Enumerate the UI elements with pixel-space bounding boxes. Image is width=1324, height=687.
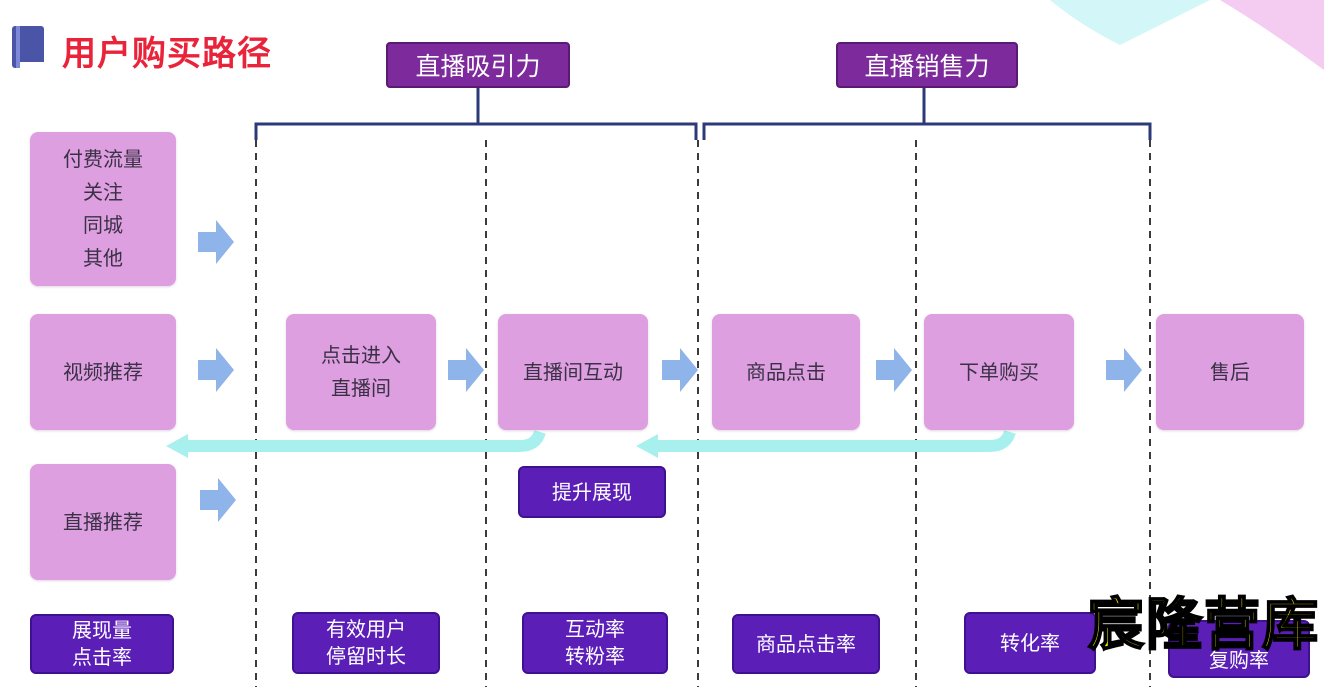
flow-arrow-icon xyxy=(662,348,698,392)
phase-attraction: 直播吸引力 xyxy=(386,42,570,88)
metric-conversion: 转化率 xyxy=(964,612,1096,674)
flow-arrow-icon xyxy=(448,348,484,392)
step-after-node: 售后 xyxy=(1156,314,1304,430)
source-live-node: 直播推荐 xyxy=(30,464,176,580)
book-icon xyxy=(12,26,44,68)
flow-arrow-icon xyxy=(876,348,912,392)
step-order-node: 下单购买 xyxy=(924,314,1074,430)
flow-arrow-icon xyxy=(1106,348,1142,392)
page-title: 用户购买路径 xyxy=(62,34,272,74)
step-click-node: 商品点击 xyxy=(712,314,860,430)
metric-repurchase: 复购率 xyxy=(1168,620,1310,678)
metric-ctr: 商品点击率 xyxy=(732,614,880,674)
flow-arrow-icon xyxy=(200,478,236,522)
source-traffic-node: 付费流量 关注 同城 其他 xyxy=(30,132,176,286)
boost-impressions-label: 提升展现 xyxy=(518,466,666,518)
step-enter-node: 点击进入 直播间 xyxy=(286,314,436,430)
source-video-node: 视频推荐 xyxy=(30,314,176,430)
flow-arrow-icon xyxy=(198,348,234,392)
phase-sales: 直播销售力 xyxy=(836,42,1018,88)
metric-interact: 互动率 转粉率 xyxy=(522,612,668,674)
step-interact-node: 直播间互动 xyxy=(498,314,648,430)
flow-arrow-icon xyxy=(198,220,234,264)
watermark-text: 宸隆营库 xyxy=(1087,592,1320,659)
metric-impressions: 展现量 点击率 xyxy=(30,614,174,674)
metric-stay: 有效用户 停留时长 xyxy=(292,612,440,674)
